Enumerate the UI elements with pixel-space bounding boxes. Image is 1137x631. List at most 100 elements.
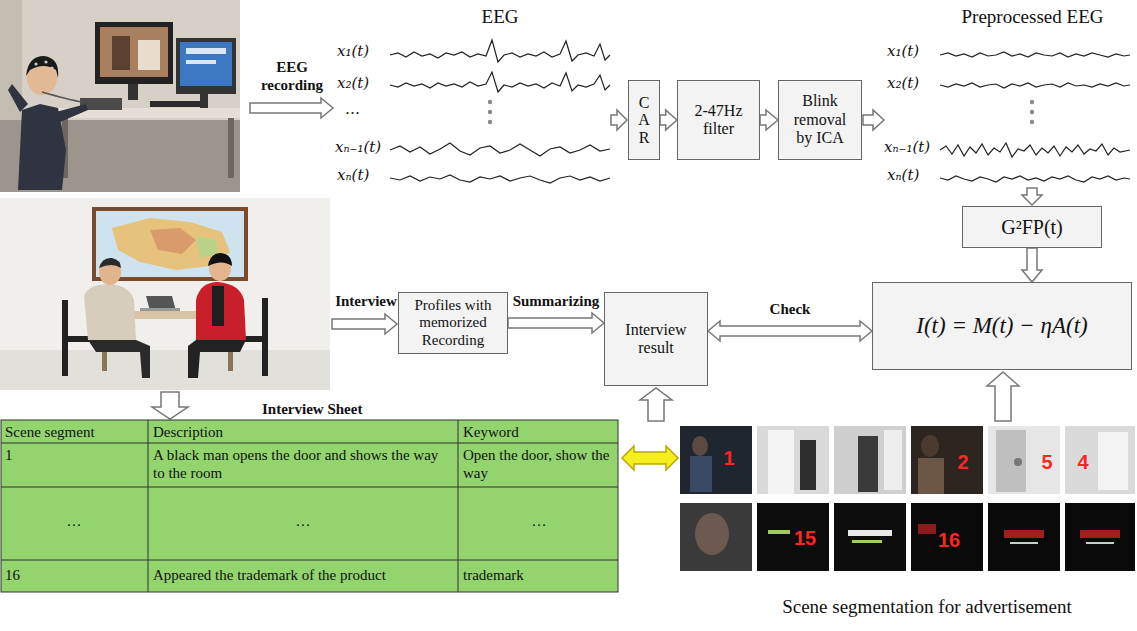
eeg-lab-photo	[0, 0, 240, 192]
clean-eeg-traces	[940, 52, 1130, 57]
interview-photo	[0, 350, 330, 390]
table-cell: …	[54, 512, 94, 530]
result-box: Interview result	[604, 292, 708, 386]
signal-name: xₙ₋₁(t)	[335, 138, 389, 156]
node-text: G²FP(t)	[1001, 216, 1063, 239]
channel-dots	[488, 110, 492, 114]
table-cell: Scene segment	[5, 423, 145, 441]
scene-thumbnails	[695, 513, 729, 555]
eeg-lab-photo	[112, 36, 130, 70]
eeg-lab-photo	[128, 84, 138, 100]
eeg-lab-photo	[176, 38, 236, 94]
channel-dots	[1030, 120, 1034, 124]
scene-thumbnails	[757, 426, 829, 494]
channel-dots	[488, 100, 492, 104]
signal-name: x₂(t)	[337, 74, 389, 92]
interview-table	[1, 420, 618, 592]
signal-name: x₂(t)	[887, 74, 939, 92]
edge-label: Check	[768, 300, 813, 318]
scene-thumbnails	[1010, 542, 1038, 544]
scene-thumbnails	[988, 426, 1060, 494]
panel-title: Preprocessed EEG	[945, 6, 1120, 29]
scene-thumbnails	[852, 540, 882, 543]
panel-title: EEG	[470, 6, 530, 29]
eeg-lab-photo	[44, 60, 47, 63]
flow-arrow	[508, 313, 604, 333]
scene-thumbnails	[848, 530, 892, 536]
signal-name: xₙ₋₁(t)	[884, 138, 938, 156]
scene-thumbnails	[921, 435, 939, 457]
scene-thumbnails	[757, 503, 829, 571]
clean-eeg-traces	[940, 83, 1130, 88]
eeg-lab-photo	[200, 94, 208, 108]
scene-thumbnails	[911, 426, 983, 494]
node-text: Profiles with memorized Recording	[404, 297, 502, 349]
processing-box: Blink removal by ICA	[778, 80, 862, 160]
eeg-lab-photo	[95, 22, 173, 84]
eeg-lab-photo	[186, 48, 226, 54]
interview-photo	[196, 282, 246, 340]
flow-arrow	[660, 110, 677, 130]
node-text: 2-47Hz filter	[683, 102, 754, 139]
flow-arrow	[250, 98, 333, 118]
arrow-label: Interview	[334, 292, 398, 310]
scene-thumbnails	[1065, 503, 1135, 571]
raw-eeg-traces	[390, 143, 610, 156]
scene-thumbnails	[834, 426, 906, 494]
table-cell: trademark	[463, 566, 615, 584]
process-box: Profiles with memorized Recording	[398, 292, 508, 354]
scene-thumbnails	[1086, 542, 1114, 544]
flow-arrow	[1022, 188, 1042, 205]
raw-eeg-traces	[390, 40, 610, 62]
scene-thumbnails	[911, 503, 983, 571]
callout-number: 16	[934, 528, 964, 552]
eeg-lab-photo	[26, 56, 58, 78]
flow-arrow	[760, 110, 778, 130]
eeg-lab-photo	[56, 104, 88, 122]
edge-label: Summarizing	[511, 292, 602, 310]
arrow-label: EEG recording	[250, 58, 334, 94]
node-text: CAR	[636, 94, 652, 147]
scene-thumbnails	[680, 426, 752, 494]
flow-arrow	[152, 98, 1042, 421]
table-cell: Appeared the trademark of the product	[153, 566, 453, 584]
node-text: I(t) = M(t) − ηA(t)	[916, 313, 1087, 339]
scene-thumbnails	[800, 440, 816, 490]
scene-thumbnails	[858, 436, 878, 492]
figure-caption: Scene segmentation for advertisement	[722, 596, 1132, 619]
interview-table	[458, 420, 459, 592]
scene-thumbnails	[996, 430, 1026, 492]
eeg-lab-photo	[138, 40, 160, 70]
scene-thumbnails	[918, 524, 936, 534]
eeg-lab-photo	[34, 62, 37, 65]
callout-number: 2	[952, 450, 974, 474]
feature-box: G²FP(t)	[962, 206, 1102, 248]
scene-thumbnails	[1080, 530, 1120, 538]
scene-thumbnails	[918, 458, 944, 494]
flow-arrow	[611, 110, 627, 130]
interview-photo	[84, 284, 136, 340]
signal-name: xₙ(t)	[337, 166, 389, 184]
scene-thumbnails	[1098, 432, 1128, 490]
eeg-lab-photo	[50, 66, 53, 69]
eeg-lab-photo	[180, 42, 232, 86]
interview-photo	[88, 340, 150, 378]
flow-arrow	[152, 392, 188, 419]
table-cell: Open the door, show the way	[463, 446, 613, 482]
scene-thumbnails	[768, 430, 794, 494]
table-cell: Description	[153, 423, 453, 441]
scene-thumbnails	[834, 503, 906, 571]
interview-table	[1, 560, 618, 561]
flow-arrow	[1022, 248, 1042, 282]
table-cell: 16	[5, 566, 145, 584]
interview-table	[1, 420, 618, 592]
raw-eeg-traces	[390, 72, 610, 92]
eeg-lab-photo	[42, 92, 82, 102]
scene-thumbnails	[1065, 426, 1135, 494]
callout-number: 5	[1036, 450, 1058, 474]
ellipsis: …	[345, 100, 375, 118]
node-text: Interview result	[610, 321, 702, 358]
clean-eeg-traces	[940, 52, 1130, 182]
flow-arrow	[640, 388, 672, 421]
table-cell: …	[519, 512, 559, 530]
